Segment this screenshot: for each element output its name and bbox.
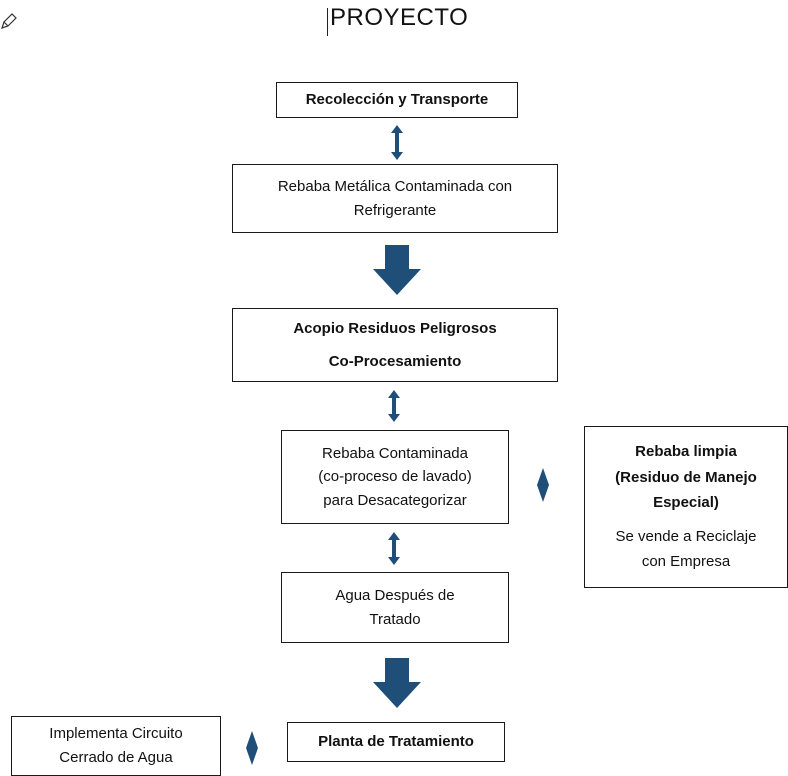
diamond-connector-right bbox=[537, 468, 549, 502]
box-acopio-line-1: Acopio Residuos Peligrosos bbox=[293, 320, 497, 337]
box-rebaba-limpia-line-1: Rebaba limpia bbox=[635, 443, 737, 461]
box-recoleccion-line-1: Recolección y Transporte bbox=[305, 91, 489, 109]
box-rebaba-limpia: Rebaba limpia (Residuo de Manejo Especia… bbox=[584, 426, 788, 588]
big-down-arrow-2 bbox=[373, 658, 421, 708]
box-rebaba-limpia-line-3: Especial) bbox=[653, 494, 719, 512]
double-arrow-2 bbox=[388, 390, 400, 422]
box-rebaba-metalica: Rebaba Metálica Contaminada con Refriger… bbox=[232, 164, 558, 233]
box-rebaba-limpia-line-5: con Empresa bbox=[641, 553, 731, 571]
diamond-connector-left bbox=[246, 731, 258, 765]
box-rebaba-metalica-line-1: Rebaba Metálica Contaminada con bbox=[277, 178, 513, 196]
box-planta-tratamiento: Planta de Tratamiento bbox=[287, 722, 505, 762]
box-rebaba-metalica-line-2: Refrigerante bbox=[353, 201, 437, 219]
box-agua-line-2: Tratado bbox=[369, 610, 421, 628]
box-circuito-cerrado: Implementa Circuito Cerrado de Agua bbox=[11, 716, 221, 776]
box-circuito-line-2: Cerrado de Agua bbox=[59, 749, 173, 766]
box-planta-line-1: Planta de Tratamiento bbox=[318, 733, 474, 751]
box-circuito-line-1: Implementa Circuito bbox=[49, 725, 183, 742]
edit-pen-icon-svg bbox=[1, 13, 17, 29]
text-cursor bbox=[327, 8, 328, 36]
box-rebaba-contaminada-line-1: Rebaba Contaminada bbox=[322, 445, 468, 463]
box-acopio-residuos: Acopio Residuos Peligrosos Co-Procesamie… bbox=[232, 308, 558, 382]
box-recoleccion-transporte: Recolección y Transporte bbox=[276, 82, 518, 118]
box-agua-line-1: Agua Después de bbox=[335, 587, 455, 605]
edit-pen-icon[interactable] bbox=[0, 12, 20, 32]
box-rebaba-contaminada-line-3: para Desacategorizar bbox=[323, 491, 467, 509]
double-arrow-1 bbox=[391, 125, 403, 160]
big-down-arrow-1 bbox=[373, 245, 421, 295]
box-rebaba-limpia-line-4: Se vende a Reciclaje bbox=[615, 527, 757, 545]
box-agua-despues: Agua Después de Tratado bbox=[281, 572, 509, 643]
box-rebaba-contaminada-line-2: (co-proceso de lavado) bbox=[318, 468, 472, 486]
box-acopio-line-2: Co-Procesamiento bbox=[328, 353, 462, 370]
page-title: PROYECTO bbox=[330, 4, 469, 31]
double-arrow-3 bbox=[388, 532, 400, 565]
box-rebaba-contaminada: Rebaba Contaminada (co-proceso de lavado… bbox=[281, 430, 509, 524]
box-rebaba-limpia-line-2: (Residuo de Manejo bbox=[615, 468, 757, 486]
